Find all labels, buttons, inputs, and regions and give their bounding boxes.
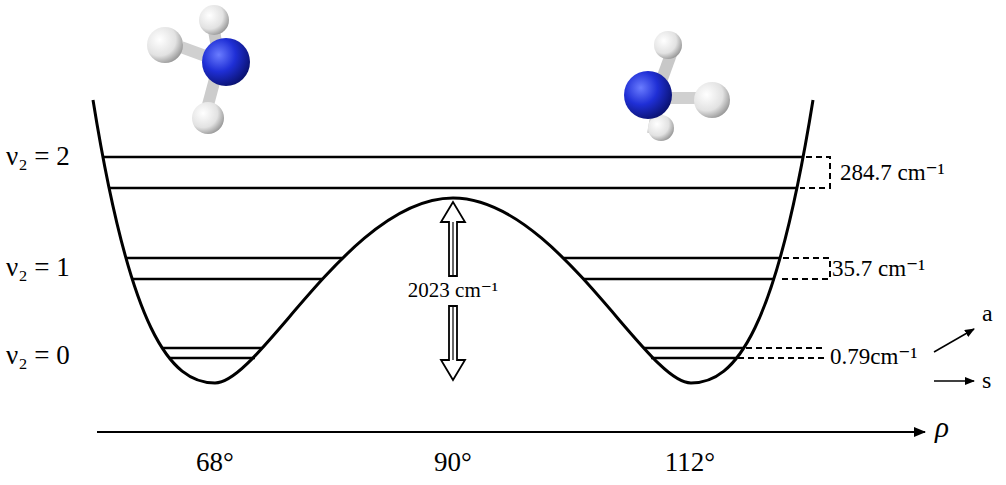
state-label: a [982, 300, 993, 326]
level-label: ν₂ = 0 [6, 341, 70, 371]
level-label: ν₂ = 1 [6, 253, 70, 283]
angle-tick: 68° [196, 448, 234, 478]
level-label: ν₂ = 2 [6, 142, 70, 172]
splitting-value: 35.7 cm⁻¹ [832, 256, 925, 281]
state-label: s [982, 367, 991, 393]
splitting-value: 284.7 cm⁻¹ [840, 160, 945, 185]
barrier-height: 2023 cm⁻¹ [405, 278, 501, 303]
splitting-brackets [738, 157, 830, 358]
angle-tick: 112° [665, 448, 715, 478]
angle-tick: 90° [434, 448, 472, 478]
splitting-value: 0.79cm⁻¹ [830, 344, 917, 369]
ammonia-molecule [147, 5, 250, 134]
axis-label: ρ [935, 412, 949, 444]
state-arrows [934, 329, 974, 381]
potential-curve [93, 100, 813, 383]
ammonia-molecule [624, 31, 730, 141]
rho-axis [97, 431, 925, 433]
